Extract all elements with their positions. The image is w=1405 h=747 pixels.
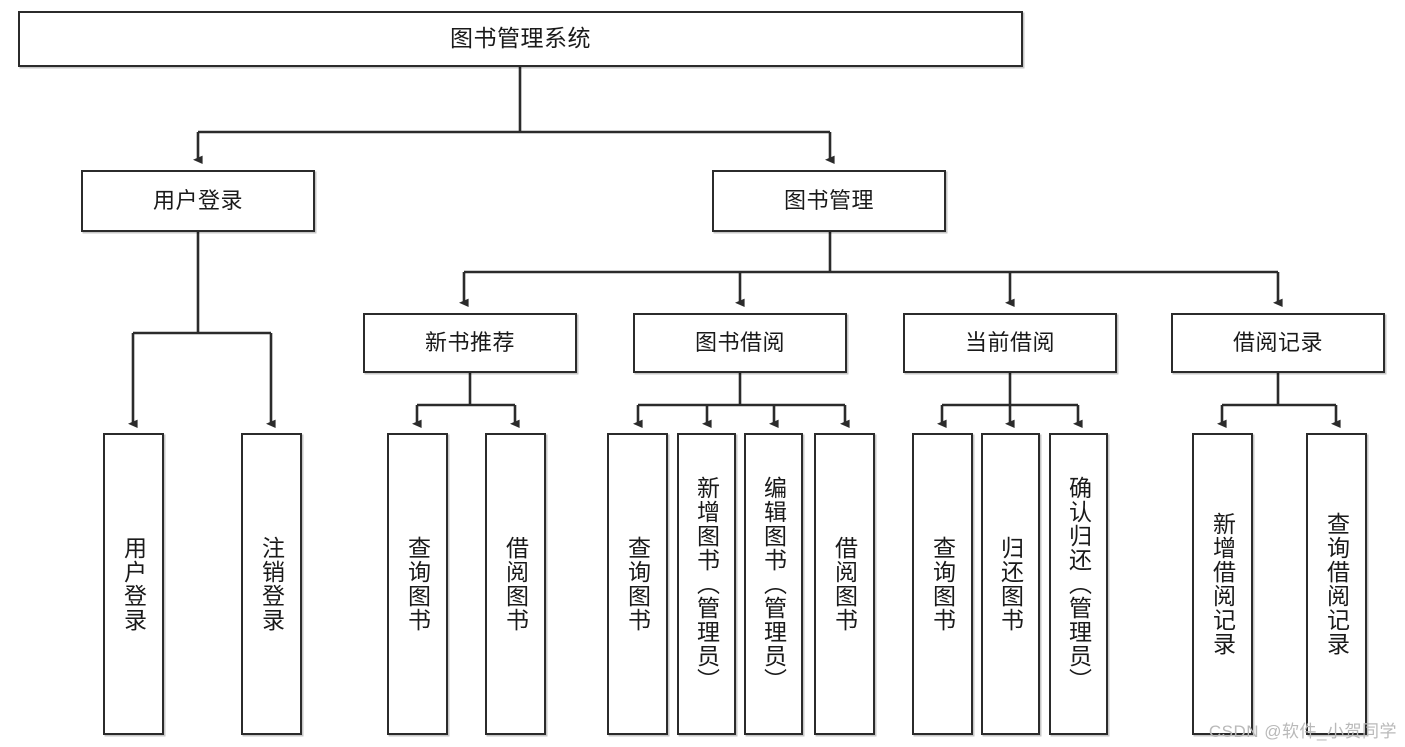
node-leaf-edit-book-admin[interactable]: 编辑图书（管理员） <box>744 433 803 735</box>
node-leaf-borrow-book-2-label: 借阅图书 <box>831 536 858 632</box>
node-leaf-return-book-label: 归还图书 <box>997 536 1024 632</box>
node-user-login-label: 用户登录 <box>152 187 243 213</box>
node-leaf-confirm-return-admin-label: 确认归还（管理员） <box>1065 476 1092 692</box>
node-book-borrow-label: 图书借阅 <box>694 329 785 355</box>
node-leaf-add-record-label: 新增借阅记录 <box>1209 512 1236 656</box>
node-leaf-confirm-return-admin[interactable]: 确认归还（管理员） <box>1049 433 1108 735</box>
node-new-book-recommend[interactable]: 新书推荐 <box>363 313 577 373</box>
node-leaf-add-book-admin[interactable]: 新增图书（管理员） <box>677 433 736 735</box>
node-leaf-query-book-1-label: 查询图书 <box>404 536 431 632</box>
node-new-book-recommend-label: 新书推荐 <box>424 329 515 355</box>
node-leaf-query-book-3-label: 查询图书 <box>929 536 956 632</box>
node-leaf-borrow-book-2[interactable]: 借阅图书 <box>814 433 875 735</box>
node-book-manage[interactable]: 图书管理 <box>712 170 946 232</box>
node-user-login[interactable]: 用户登录 <box>81 170 315 232</box>
node-leaf-query-book-1[interactable]: 查询图书 <box>387 433 448 735</box>
node-leaf-query-book-2-label: 查询图书 <box>624 536 651 632</box>
node-leaf-edit-book-admin-label: 编辑图书（管理员） <box>760 476 787 692</box>
node-leaf-logout[interactable]: 注销登录 <box>241 433 302 735</box>
node-leaf-logout-label: 注销登录 <box>258 536 285 632</box>
node-root-label: 图书管理系统 <box>450 25 591 52</box>
node-leaf-borrow-book-1[interactable]: 借阅图书 <box>485 433 546 735</box>
node-root[interactable]: 图书管理系统 <box>18 11 1023 67</box>
node-borrow-record[interactable]: 借阅记录 <box>1171 313 1385 373</box>
node-current-borrow[interactable]: 当前借阅 <box>903 313 1117 373</box>
node-current-borrow-label: 当前借阅 <box>964 329 1055 355</box>
node-book-borrow[interactable]: 图书借阅 <box>633 313 847 373</box>
node-borrow-record-label: 借阅记录 <box>1232 329 1323 355</box>
node-leaf-add-record[interactable]: 新增借阅记录 <box>1192 433 1253 735</box>
node-leaf-return-book[interactable]: 归还图书 <box>981 433 1040 735</box>
node-leaf-query-record[interactable]: 查询借阅记录 <box>1306 433 1367 735</box>
node-leaf-query-book-3[interactable]: 查询图书 <box>912 433 973 735</box>
node-leaf-add-book-admin-label: 新增图书（管理员） <box>693 476 720 692</box>
node-leaf-query-book-2[interactable]: 查询图书 <box>607 433 668 735</box>
node-leaf-user-login[interactable]: 用户登录 <box>103 433 164 735</box>
node-book-manage-label: 图书管理 <box>783 187 874 213</box>
node-leaf-user-login-label: 用户登录 <box>120 536 147 632</box>
node-leaf-borrow-book-1-label: 借阅图书 <box>502 536 529 632</box>
node-leaf-query-record-label: 查询借阅记录 <box>1323 512 1350 656</box>
